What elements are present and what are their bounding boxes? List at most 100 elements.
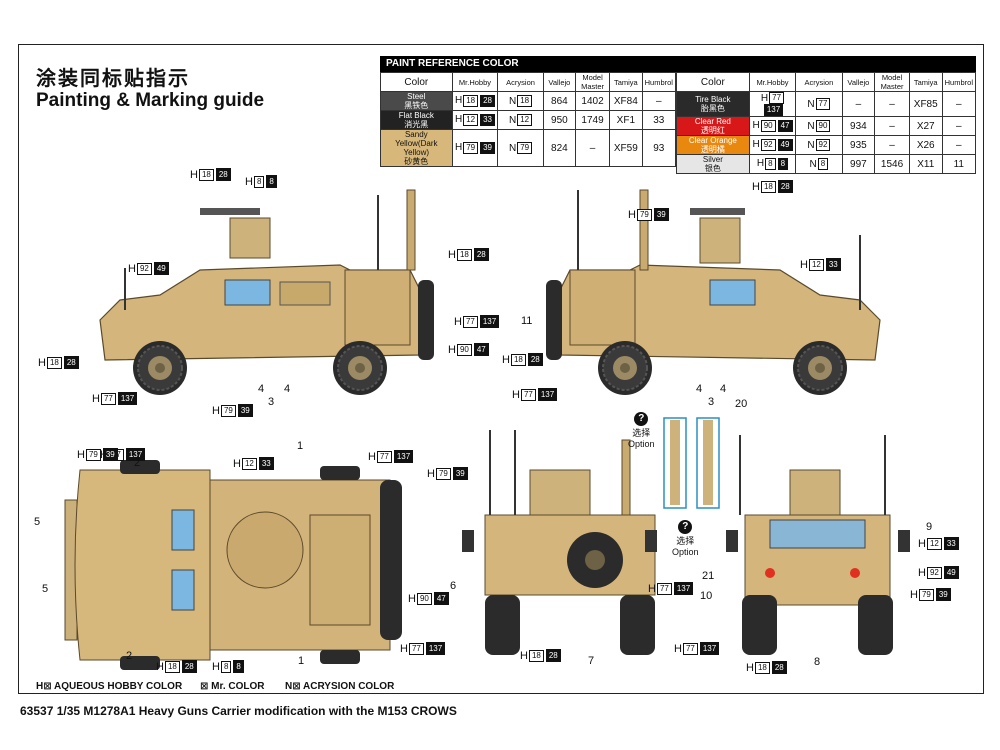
color-swatch: Sandy Yellow(Dark Yellow)砂黄色 <box>380 129 453 167</box>
top-view <box>64 460 402 670</box>
side-view-right <box>546 189 881 396</box>
tamiya-code: XF59 <box>609 129 643 167</box>
color-name: Tire Black <box>695 95 731 104</box>
title-chinese: 涂装同标贴指示 <box>36 66 190 90</box>
color-name-cn: 透明橘 <box>700 145 725 154</box>
part-number: 5 <box>34 516 41 528</box>
tamiya-code: X11 <box>908 154 943 174</box>
part-number: 2 <box>126 650 133 662</box>
color-name-cn: 银色 <box>704 164 721 173</box>
color-name-cn: 砂黄色 <box>404 157 429 166</box>
legend-acrysion: N⊠ ACRYSION COLOR <box>285 681 395 692</box>
col-acrysion: Acrysion <box>795 72 843 92</box>
title-english: Painting & Marking guide <box>36 90 265 111</box>
color-name: Clear Orange <box>688 136 737 145</box>
col-tamiya: Tamiya <box>609 72 643 92</box>
part-number: 9 <box>926 521 933 533</box>
paint-table-left: Color Mr.Hobby Acrysion Vallejo Model Ma… <box>380 72 677 167</box>
color-name: Silver <box>702 155 723 164</box>
table-header-row: Color Mr.Hobby Acrysion Vallejo Model Ma… <box>380 72 677 92</box>
color-name: Clear Red <box>694 117 731 126</box>
part-number: 5 <box>42 583 49 595</box>
front-view <box>726 435 910 655</box>
color-name-cn: 黑铁色 <box>404 101 429 110</box>
part-number: 4 <box>284 383 291 395</box>
paint-reference-table: PAINT REFERENCE COLOR Color Mr.Hobby Acr… <box>380 56 977 174</box>
table-header-row: Color Mr.Hobby Acrysion Vallejo Model Ma… <box>676 72 977 92</box>
part-number: 6 <box>450 580 457 592</box>
part-number: 2 <box>134 457 141 469</box>
paint-table-right: Color Mr.Hobby Acrysion Vallejo Model Ma… <box>676 72 977 174</box>
legend-mr: ⊠ Mr. COLOR <box>200 681 265 692</box>
vallejo-code: 824 <box>542 129 576 167</box>
part-number: 7 <box>588 655 595 667</box>
question-icon: ? <box>678 520 693 534</box>
color-name-cn: 胎黑色 <box>700 104 725 113</box>
color-name: Sandy Yellow(Dark Yellow) <box>395 130 438 157</box>
part-number: 4 <box>258 383 265 395</box>
legend-hobby: H⊠ AQUEOUS HOBBY COLOR <box>36 681 183 692</box>
part-number: 8 <box>814 656 821 668</box>
part-number: 4 <box>696 383 703 395</box>
part-number: 1 <box>298 655 305 667</box>
part-number: 3 <box>708 396 715 408</box>
question-icon: ? <box>634 412 649 426</box>
footer-caption: 63537 1/35 M1278A1 Heavy Guns Carrier mo… <box>20 704 457 718</box>
part-number: 11 <box>521 315 533 327</box>
humbrol-code: – <box>941 116 977 136</box>
part-number: 3 <box>268 396 275 408</box>
part-number: 1 <box>297 440 304 452</box>
mm-code: – <box>574 129 611 167</box>
humbrol-code: 11 <box>941 154 977 174</box>
page-frame <box>18 44 984 694</box>
vallejo-code: 997 <box>841 154 876 174</box>
color-name-cn: 透明红 <box>700 126 725 135</box>
mm-code: 1546 <box>874 154 910 174</box>
humbrol-code: 93 <box>641 129 677 167</box>
part-number: 21 <box>702 570 715 582</box>
part-number: 20 <box>735 398 748 410</box>
